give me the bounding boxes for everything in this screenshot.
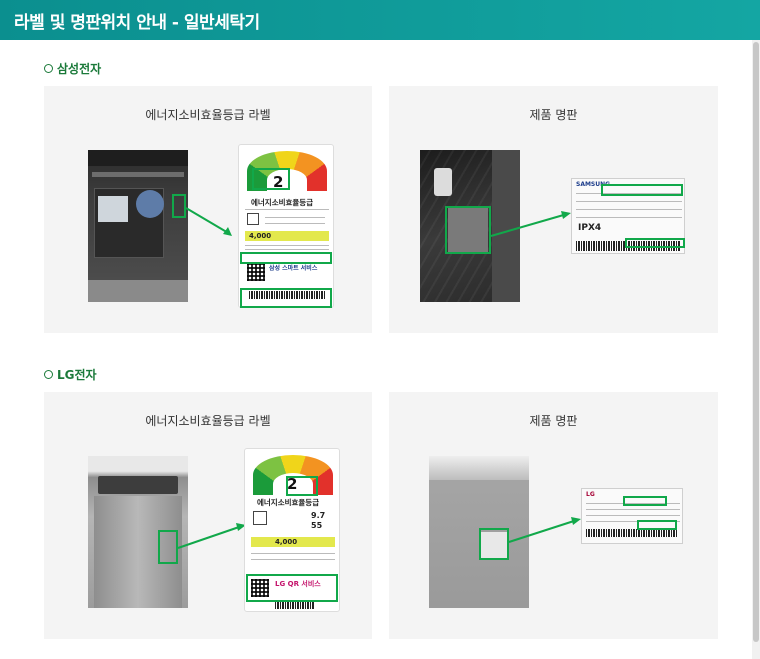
page-header: 라벨 및 명판위치 안내 - 일반세탁기 (0, 0, 760, 40)
samsung-washer-photo (88, 150, 188, 302)
section-title-label: LG전자 (57, 368, 97, 382)
highlight-box (286, 476, 318, 496)
service-label: 삼성 스마트 서비스 (269, 265, 318, 272)
consumption-value: 9.7 (311, 511, 326, 520)
scrollbar-thumb[interactable] (753, 42, 759, 642)
wash-value: 55 (311, 521, 323, 530)
samsung-energy-label: 2 에너지소비효율등급 4,000 삼성 스마트 서비스 (238, 144, 334, 308)
qr-code (251, 579, 269, 597)
page-title: 라벨 및 명판위치 안내 - 일반세탁기 (14, 12, 260, 33)
section-title-lg: LG전자 (44, 366, 97, 383)
highlight-box (158, 530, 178, 564)
arrow-icon (177, 523, 246, 549)
barcode (586, 529, 678, 537)
nameplate-brand: LG (586, 491, 595, 498)
highlight-box (601, 184, 683, 196)
barcode (249, 291, 325, 299)
arrow-icon (508, 517, 581, 543)
highlight-box (625, 238, 685, 248)
energy-price: 4,000 (249, 232, 272, 240)
arrow-icon (490, 211, 571, 237)
energy-price: 4,000 (275, 538, 298, 546)
panel-title: 제품 명판 (529, 414, 578, 428)
section-title-samsung: 삼성전자 (44, 60, 101, 77)
highlight-box (637, 520, 677, 530)
service-label: LG QR 서비스 (275, 580, 321, 588)
highlight-box (445, 206, 491, 254)
lg-washer-photo (88, 456, 188, 608)
samsung-energy-label-panel: 에너지소비효율등급 라벨 2 에너지소비효율등급 4,000 삼성 스마트 서비… (44, 86, 372, 333)
ipx-rating: IPX4 (578, 223, 602, 233)
panel-title: 에너지소비효율등급 라벨 (145, 414, 271, 428)
scrollbar[interactable] (752, 40, 760, 659)
barcode (275, 601, 315, 609)
circle-bullet-icon (44, 64, 53, 73)
highlight-box (623, 496, 667, 506)
arrow-icon (185, 207, 232, 236)
samsung-nameplate-panel: 제품 명판 SAMSUNG IPX4 (389, 86, 718, 333)
highlight-box (240, 288, 332, 308)
highlight-box (240, 252, 332, 264)
lg-nameplate-panel: 제품 명판 LG (389, 392, 718, 639)
circle-bullet-icon (44, 370, 53, 379)
nameplate-brand: SAMSUNG (576, 181, 611, 188)
energy-label-heading: 에너지소비효율등급 (257, 498, 320, 507)
highlight-box (252, 168, 290, 190)
panel-title: 에너지소비효율등급 라벨 (145, 108, 271, 122)
qr-code (247, 263, 265, 281)
highlight-box (246, 574, 338, 602)
energy-grade: 2 (287, 475, 298, 493)
energy-grade: 2 (273, 173, 284, 191)
samsung-washer-side-photo (420, 150, 520, 302)
section-title-label: 삼성전자 (57, 62, 102, 76)
highlight-box (172, 194, 186, 218)
energy-label-heading: 에너지소비효율등급 (251, 198, 314, 207)
highlight-box (479, 528, 509, 560)
lg-energy-label: 2 에너지소비효율등급 9.7 55 4,000 LG QR 서비스 (244, 448, 340, 612)
lg-energy-label-panel: 에너지소비효율등급 라벨 2 에너지소비효율등급 9.7 55 4,000 LG… (44, 392, 372, 639)
panel-title: 제품 명판 (529, 108, 578, 122)
